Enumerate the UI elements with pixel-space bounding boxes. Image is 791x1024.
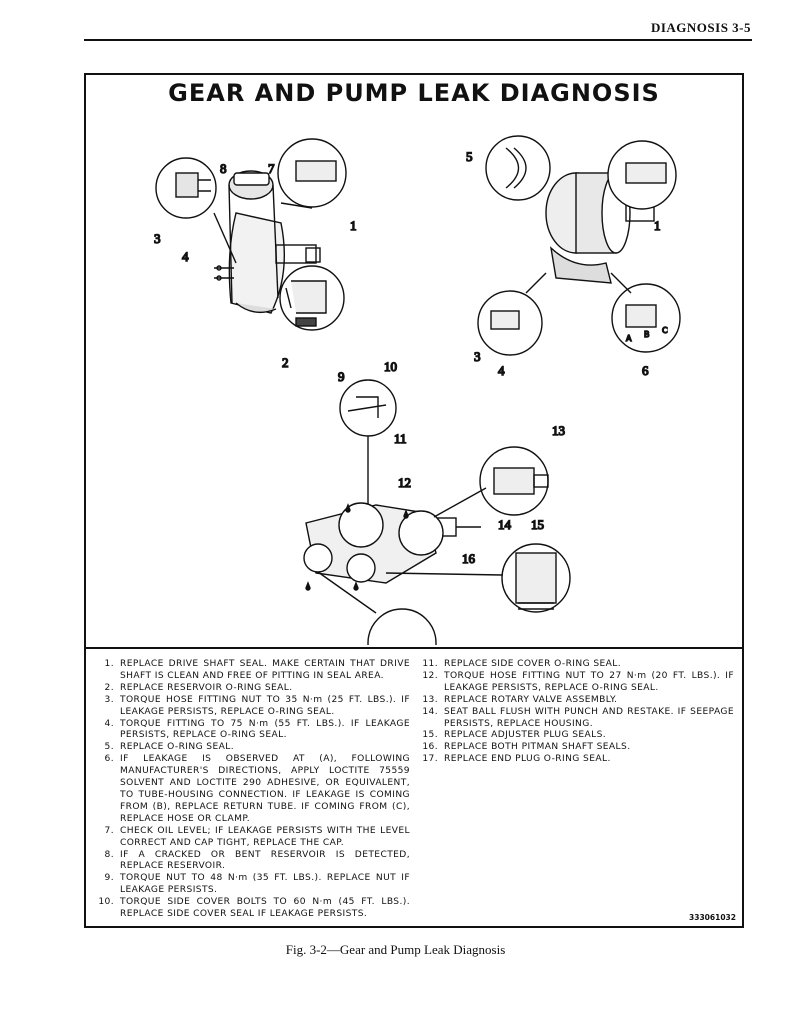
step-item: 3.TORQUE HOSE FITTING NUT TO 35 N·m (25 … [104, 694, 410, 717]
step-item: 10.TORQUE SIDE COVER BOLTS TO 60 N·m (45… [98, 897, 410, 920]
step-item: 12.TORQUE HOSE FITTING NUT TO 27 N·m (20… [422, 670, 734, 693]
pump-end-view [545, 172, 655, 284]
running-head: DIAGNOSIS 3-5 [650, 20, 751, 35]
step-item: 9.TORQUE NUT TO 48 N·m (35 FT. LBS.). RE… [104, 873, 410, 896]
callout-8: 8 [220, 161, 227, 176]
section-divider [86, 647, 742, 649]
detail-circle-mid-small [346, 553, 376, 583]
callout-15: 15 [531, 517, 544, 532]
detail-circle-left-small [303, 543, 333, 573]
callout-5: 5 [466, 149, 473, 164]
step-item: 17.REPLACE END PLUG O-RING SEAL. [422, 754, 611, 765]
callout-14: 14 [498, 517, 512, 532]
step-item: 13.REPLACE ROTARY VALVE ASSEMBLY. [422, 694, 618, 705]
figure-caption: Fig. 3-2—Gear and Pump Leak Diagnosis [285, 942, 506, 957]
step-item: 7.CHECK OIL LEVEL; IF LEAKAGE PERSISTS W… [104, 825, 410, 848]
step-item: 15.REPLACE ADJUSTER PLUG SEALS. [422, 730, 607, 741]
step-item: 2.REPLACE RESERVOIR O-RING SEAL. [104, 682, 293, 693]
label-a: A [626, 334, 632, 343]
callout-11: 11 [394, 431, 407, 446]
steps-right-column: 11.REPLACE SIDE COVER O-RING SEAL. 12.TO… [416, 659, 734, 766]
figure-id: 333061032 [689, 913, 736, 922]
figure-frame: GEAR AND PUMP LEAK DIAGNOSIS [84, 73, 744, 928]
detail-circle-12b [398, 510, 444, 556]
step-item: 4.TORQUE FITTING TO 75 N·m (55 FT. LBS.)… [104, 718, 410, 741]
callout-13: 13 [552, 423, 565, 438]
header-rule [84, 39, 752, 41]
callout-10: 10 [384, 359, 397, 374]
step-item: 5.REPLACE O-RING SEAL. [104, 742, 234, 753]
detail-circle-12a [338, 502, 384, 548]
steps-left-column: 1.REPLACE DRIVE SHAFT SEAL. MAKE CERTAIN… [92, 659, 410, 921]
leak-diagram: 1 1 2 3 3 4 4 5 6 7 8 9 10 11 12 13 14 1… [153, 135, 681, 645]
step-item: 6.IF LEAKAGE IS OBSERVED AT (A), FOLLOWI… [104, 754, 410, 824]
callout-4-left: 4 [182, 249, 189, 264]
pump-side-view [214, 170, 321, 314]
diagram-title: GEAR AND PUMP LEAK DIAGNOSIS [168, 79, 660, 107]
detail-circle-17 [367, 608, 437, 645]
step-item: 16.REPLACE BOTH PITMAN SHAFT SEALS. [422, 742, 631, 753]
label-b: B [644, 330, 650, 339]
callout-3-left: 3 [154, 231, 161, 246]
step-item: 8.IF A CRACKED OR BENT RESERVOIR IS DETE… [104, 849, 410, 872]
callout-9: 9 [338, 369, 345, 384]
steering-gear [305, 504, 481, 584]
callout-12: 12 [398, 475, 411, 490]
callout-3-right: 3 [474, 349, 481, 364]
callout-6: 6 [642, 363, 649, 378]
callout-7: 7 [268, 161, 275, 176]
step-item: 14.SEAT BALL FLUSH WITH PUNCH AND RESTAK… [422, 706, 734, 729]
label-c: C [662, 326, 668, 335]
callout-16: 16 [462, 551, 476, 566]
callout-1-right: 1 [654, 218, 661, 233]
callout-1-left: 1 [350, 218, 357, 233]
callout-4-right: 4 [498, 363, 505, 378]
step-item: 11.REPLACE SIDE COVER O-RING SEAL. [422, 659, 622, 669]
step-item: 1.REPLACE DRIVE SHAFT SEAL. MAKE CERTAIN… [104, 659, 410, 681]
callout-2: 2 [282, 355, 289, 370]
